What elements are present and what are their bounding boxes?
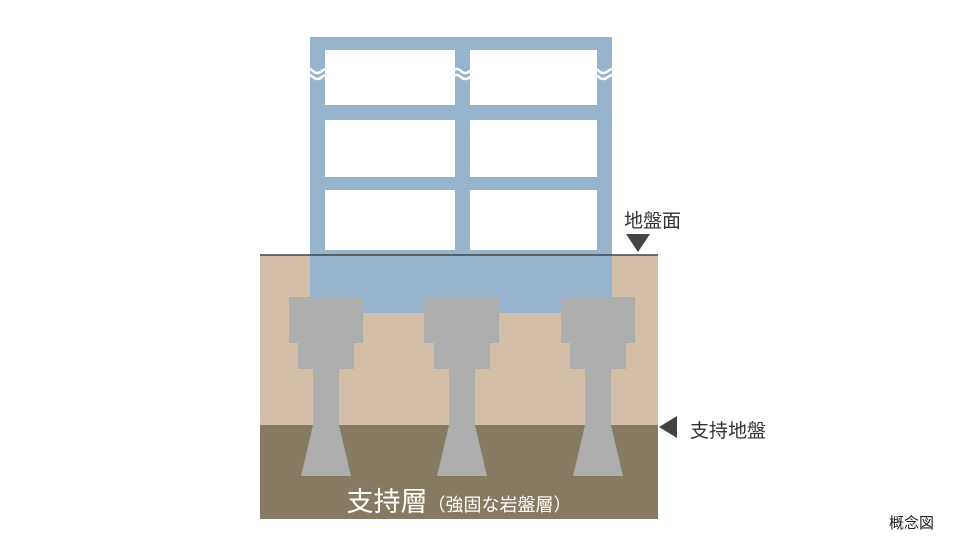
bearing-ground-label: 支持地盤 <box>690 420 767 442</box>
window <box>325 120 455 177</box>
bearing-layer-label: 支持層（強固な岩盤層） <box>260 480 658 519</box>
window <box>325 190 455 250</box>
concept-diagram-note: 概念図 <box>888 514 934 532</box>
bearing-layer-title: 支持層 <box>346 487 428 518</box>
window <box>470 190 597 250</box>
pile <box>289 297 363 476</box>
window <box>325 50 455 105</box>
ground-surface-label: 地盤面 <box>624 210 682 232</box>
bearing-layer-note: （強固な岩盤層） <box>427 495 572 516</box>
building-frame <box>310 37 612 313</box>
window <box>470 120 597 177</box>
ground-surface-marker-icon <box>626 234 650 252</box>
bearing-ground-marker-icon <box>659 416 677 438</box>
pile <box>561 297 635 476</box>
pile <box>424 297 499 476</box>
break-marks <box>303 67 626 81</box>
window <box>470 50 597 105</box>
